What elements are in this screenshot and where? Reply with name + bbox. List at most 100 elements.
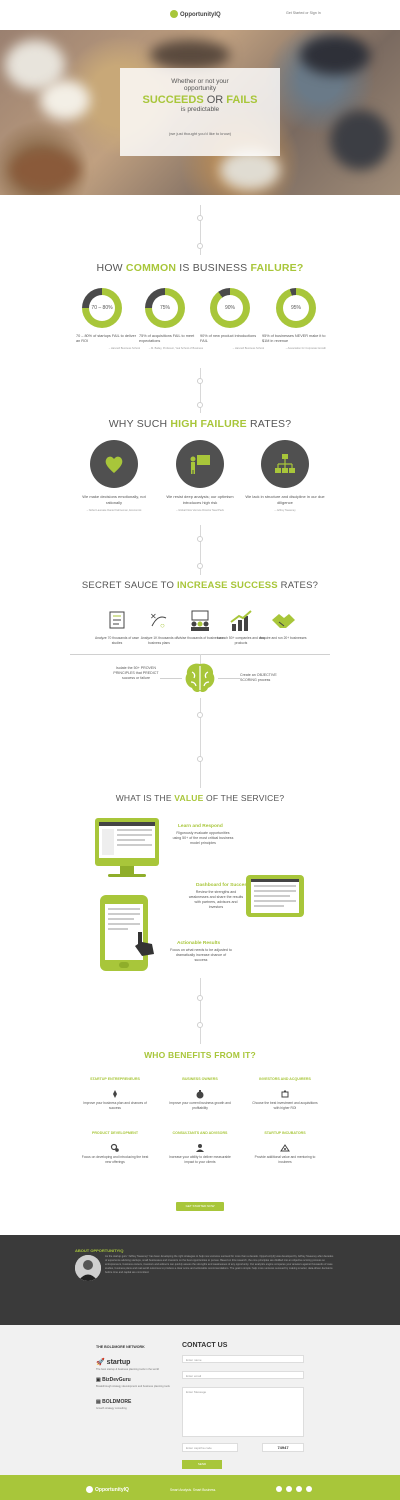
advisor-icon — [196, 1144, 204, 1152]
title-part: FAILURE? — [250, 262, 304, 274]
sauce-text-1: Analyze 70 thousands of case studies — [95, 636, 139, 645]
logo[interactable]: OpportunityIQ — [170, 8, 230, 22]
rocket-logo-icon: 🚀 — [96, 1359, 105, 1366]
title-part: BENEFITS — [168, 1050, 212, 1060]
captcha-field[interactable]: Enter captcha code — [182, 1443, 238, 1452]
sauce-text-5: Acquire and run 20+ businesses — [259, 636, 307, 640]
hero-word-succeeds: SUCCEEDS — [142, 94, 204, 106]
section-title-sauce: SECRET SAUCE TO INCREASE SUCCESS RATES? — [0, 580, 400, 591]
network-name: BOLDMORE — [102, 1399, 132, 1405]
stat-source: – Harvard Business School — [108, 347, 140, 350]
network-name: startup — [106, 1359, 131, 1366]
benefit-title-1: STARTUP ENTREPRENEURS — [90, 1077, 140, 1081]
title-part: WHY SUCH — [108, 418, 168, 430]
handshake-icon — [272, 614, 295, 628]
svg-text:○: ○ — [160, 621, 165, 630]
value-title-3: Actionable Results — [177, 941, 221, 946]
stat-label: 90% of new product introductions FAIL — [200, 334, 257, 343]
tablet-screen — [251, 879, 299, 913]
founder-avatar — [75, 1255, 101, 1281]
timeline-dot — [197, 756, 203, 762]
timeline-line — [199, 205, 201, 255]
title-part: IS BUSINESS — [179, 262, 248, 274]
network-desc-1: The best startup & business planning too… — [96, 1368, 159, 1371]
send-button[interactable]: SEND — [182, 1460, 222, 1469]
brain-logo-icon — [170, 10, 178, 19]
benefit-title-6: STARTUP INCUBATORS — [264, 1131, 306, 1135]
sauce-text-2: Analyze 1K thousands of business plans — [140, 636, 178, 645]
stat-text-3: 90% of new product introductions FAIL– H… — [200, 334, 264, 351]
linkedin-icon[interactable] — [296, 1486, 302, 1492]
hero-line-2: opportunity — [183, 85, 217, 92]
facebook-icon[interactable] — [276, 1486, 282, 1492]
presentation-circle — [176, 440, 224, 488]
pointing-hand-icon — [135, 932, 154, 956]
value-text-2: Review the strengths and weaknesses and … — [188, 890, 244, 909]
stat-donut-2: 75% — [145, 288, 185, 328]
title-part: RATES? — [280, 580, 319, 591]
network-desc-3: Growth strategy consulting — [96, 1407, 127, 1410]
stat-value: 90% — [217, 295, 243, 321]
footer-logo-text: OpportunityIQ — [95, 1486, 129, 1493]
sign-in-link[interactable]: Get Started or Sign In — [286, 11, 321, 15]
sauce-right-text: Create an OBJECTIVE SCORING process — [240, 673, 277, 682]
desktop-monitor — [95, 818, 159, 866]
timeline-dot — [197, 563, 203, 569]
network-title: THE BOLDMORE NETWORK — [96, 1345, 145, 1349]
connector-right — [218, 678, 240, 679]
monitor-base — [108, 874, 146, 877]
about-title: ABOUT OPPORTUNITYIQ — [75, 1248, 124, 1253]
section-title-why: WHY SUCH HIGH FAILURE RATES? — [0, 418, 400, 430]
title-part: HOW — [96, 262, 123, 274]
email-field[interactable]: Enter email — [182, 1371, 304, 1379]
title-part: RATES? — [250, 418, 292, 430]
stat-value: 70 – 80% — [89, 295, 115, 321]
sauce-text-4: Launch 50+ companies and new products — [217, 636, 265, 645]
emotion-circle — [90, 440, 138, 488]
why-text-1: We make decisions emotionally, not ratio… — [74, 494, 154, 514]
footer-logo[interactable]: OpportunityIQ — [86, 1486, 129, 1493]
stat-text-1: 70 – 80% of startups FAIL to deliver an … — [76, 334, 140, 351]
advise-icon — [191, 610, 209, 631]
rocket-icon — [113, 1090, 117, 1098]
timeline-dot — [197, 995, 203, 1001]
about-section — [0, 1235, 400, 1325]
network-logo-startup[interactable]: 🚀 startup — [96, 1358, 130, 1366]
bizdev-logo-icon: ▣ — [96, 1377, 101, 1383]
title-part: VALUE — [174, 793, 204, 803]
value-text-1: Rigorously evaluate opportunities using … — [172, 831, 234, 845]
value-text-3: Focus on what needs to be adjusted to dr… — [170, 948, 232, 962]
network-logo-boldmore[interactable]: ▤ BOLDMORE — [96, 1399, 131, 1405]
case-study-icon — [109, 611, 125, 629]
benefit-title-2: BUSINESS OWNERS — [182, 1077, 218, 1081]
network-logo-bizdev[interactable]: ▣ BizDevGuru — [96, 1377, 131, 1383]
network-name: BizDevGuru — [102, 1377, 131, 1383]
hero-subline: (we just thought you'd like to know) — [168, 131, 232, 136]
hero-line-4: is predictable — [180, 106, 220, 113]
stat-source: – M. Bailey, Professor, Yeal School of B… — [148, 347, 203, 350]
business-plan-icon: ✕○ — [150, 612, 167, 630]
section-title-benefits: WHO BENEFITS FROM IT? — [0, 1050, 400, 1060]
timeline-dot — [197, 243, 203, 249]
growth-chart-icon — [230, 610, 252, 631]
twitter-icon[interactable] — [286, 1486, 292, 1492]
name-field[interactable]: Enter name — [182, 1355, 304, 1363]
hero-card: Whether or not your opportunity SUCCEEDS… — [120, 68, 280, 156]
hero-headline: SUCCEEDS OR FAILS — [120, 94, 280, 106]
timeline-dot — [197, 378, 203, 384]
timeline-line — [199, 698, 201, 788]
title-part: COMMON — [125, 262, 177, 274]
stat-label: 75% of acquisitions FAIL to meet expecta… — [139, 334, 195, 343]
brain-logo-icon — [86, 1486, 93, 1493]
footer-bar — [0, 1475, 400, 1500]
message-field[interactable]: Enter Message — [182, 1387, 304, 1437]
timeline-dot — [197, 402, 203, 408]
svg-text:✕: ✕ — [150, 612, 157, 621]
org-chart-icon — [275, 454, 295, 473]
timeline-dot — [197, 215, 203, 221]
stat-text-4: 95% of businesses NEVER make it to $1M i… — [262, 334, 326, 351]
google-plus-icon[interactable] — [306, 1486, 312, 1492]
get-started-button[interactable]: GET STARTED NOW — [176, 1202, 224, 1211]
benefit-text-6: Provide additional value and mentoring t… — [254, 1155, 316, 1164]
why-text-2: We resist deep analysis; our optimism in… — [160, 494, 240, 514]
